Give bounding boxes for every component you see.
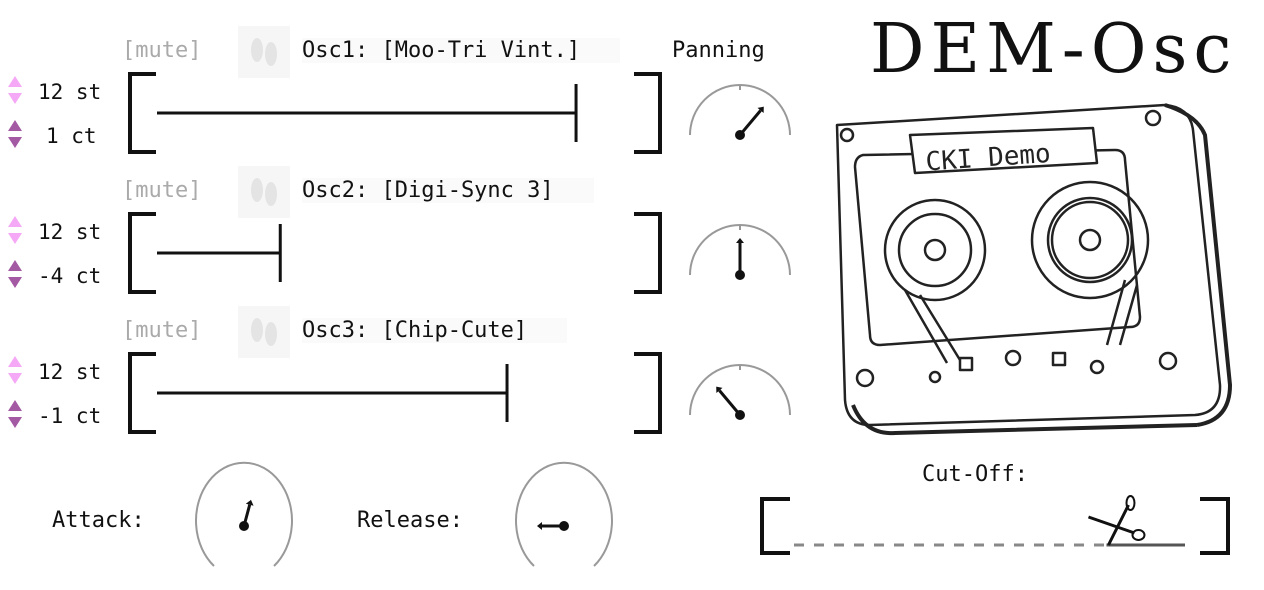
footprint-icon[interactable] bbox=[238, 166, 290, 218]
release-knob[interactable] bbox=[510, 461, 620, 567]
knob-pivot bbox=[735, 410, 745, 420]
knob-pivot bbox=[735, 130, 745, 140]
cent-down-arrow-icon[interactable] bbox=[8, 277, 22, 288]
bracket-left bbox=[128, 72, 156, 154]
cent-value: -4 ct bbox=[38, 264, 102, 288]
knob-arc bbox=[195, 461, 293, 567]
cassette-illustration: CKI Demo bbox=[835, 103, 1232, 436]
semitone-up-arrow-icon[interactable] bbox=[8, 216, 22, 227]
bracket-left bbox=[128, 352, 156, 434]
bracket-right bbox=[634, 212, 662, 294]
cent-down-arrow-icon[interactable] bbox=[8, 137, 22, 148]
mute-toggle[interactable]: [mute] bbox=[122, 178, 202, 203]
cent-stepper[interactable] bbox=[6, 118, 24, 150]
cent-stepper[interactable] bbox=[6, 398, 24, 430]
footprint-icon[interactable] bbox=[238, 26, 290, 78]
cent-up-arrow-icon[interactable] bbox=[8, 120, 22, 131]
oscillator-level-slider[interactable] bbox=[124, 350, 669, 440]
attack-knob[interactable] bbox=[190, 461, 300, 567]
cent-up-arrow-icon[interactable] bbox=[8, 260, 22, 271]
oscillator-level-slider[interactable] bbox=[124, 70, 669, 160]
semitone-stepper[interactable] bbox=[6, 214, 24, 246]
semitone-down-arrow-icon[interactable] bbox=[8, 373, 22, 384]
semitone-value: 12 st bbox=[38, 80, 102, 104]
semitone-up-arrow-icon[interactable] bbox=[8, 76, 22, 87]
knob-needle bbox=[718, 389, 742, 416]
semitone-down-arrow-icon[interactable] bbox=[8, 233, 22, 244]
panning-label: Panning bbox=[672, 38, 765, 63]
panning-knob[interactable] bbox=[686, 360, 794, 430]
panning-knob[interactable] bbox=[686, 80, 794, 150]
semitone-up-arrow-icon[interactable] bbox=[8, 356, 22, 367]
cent-stepper[interactable] bbox=[6, 258, 24, 290]
panning-knob[interactable] bbox=[686, 220, 794, 290]
bracket-right bbox=[634, 352, 662, 434]
oscillator-level-slider[interactable] bbox=[124, 210, 669, 300]
oscillator-name[interactable]: Osc3: [Chip-Cute] bbox=[302, 318, 568, 343]
scissors-icon[interactable] bbox=[1087, 495, 1146, 546]
semitone-stepper[interactable] bbox=[6, 74, 24, 106]
knob-arc bbox=[689, 84, 791, 136]
oscillator-name[interactable]: Osc2: [Digi-Sync 3] bbox=[302, 178, 594, 203]
knob-needle bbox=[738, 109, 762, 136]
knob-pivot bbox=[559, 521, 569, 531]
semitone-value: 12 st bbox=[38, 220, 102, 244]
cent-value: -1 ct bbox=[38, 404, 102, 428]
bracket-right bbox=[1200, 497, 1230, 555]
knob-arc bbox=[689, 364, 791, 416]
oscillator-name[interactable]: Osc1: [Moo-Tri Vint.] bbox=[302, 38, 621, 63]
cutoff-label: Cut-Off: bbox=[922, 462, 1028, 487]
bracket-left bbox=[128, 212, 156, 294]
knob-pivot bbox=[735, 270, 745, 280]
semitone-down-arrow-icon[interactable] bbox=[8, 93, 22, 104]
cent-down-arrow-icon[interactable] bbox=[8, 417, 22, 428]
footprint-icon[interactable] bbox=[238, 306, 290, 358]
semitone-stepper[interactable] bbox=[6, 354, 24, 386]
release-label: Release: bbox=[357, 508, 463, 533]
cent-value: 1 ct bbox=[46, 124, 97, 148]
semitone-value: 12 st bbox=[38, 360, 102, 384]
bracket-left bbox=[760, 497, 790, 555]
cutoff-slider[interactable] bbox=[758, 495, 1233, 557]
attack-label: Attack: bbox=[52, 508, 145, 533]
app-title: DEM-Osc bbox=[870, 10, 1238, 89]
cent-up-arrow-icon[interactable] bbox=[8, 400, 22, 411]
mute-toggle[interactable]: [mute] bbox=[122, 318, 202, 343]
knob-arc bbox=[515, 461, 613, 567]
bracket-right bbox=[634, 72, 662, 154]
knob-pivot bbox=[239, 521, 249, 531]
mute-toggle[interactable]: [mute] bbox=[122, 38, 202, 63]
